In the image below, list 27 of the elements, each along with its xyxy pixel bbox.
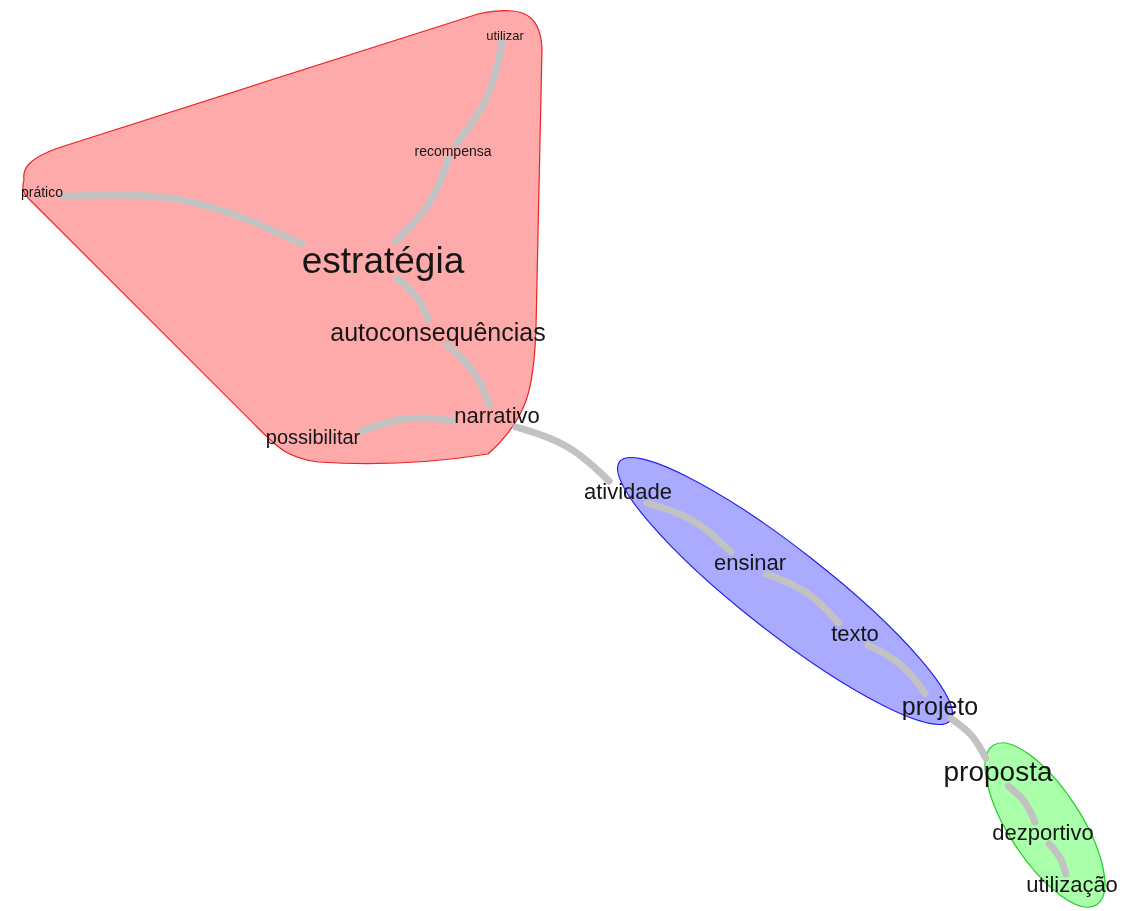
connector-line [947, 715, 990, 762]
word-label: narrativo [454, 405, 540, 427]
word-label: utilização [1026, 874, 1118, 896]
connector-line [356, 414, 458, 436]
word-label: atividade [583, 481, 673, 503]
connector-line [59, 191, 306, 248]
word-label: proposta [943, 758, 1053, 786]
word-label: projeto [901, 693, 979, 719]
word-label: autoconsequências [330, 319, 546, 345]
word-label: ensinar [713, 552, 787, 574]
connector-line [443, 341, 493, 409]
word-label: possibilitar [265, 427, 361, 447]
word-label: texto [831, 623, 879, 645]
connector-line [1045, 840, 1070, 878]
word-label: prático [21, 185, 63, 199]
word-label: estratégia [301, 241, 465, 279]
connector-line [762, 570, 843, 627]
connector-line [452, 38, 506, 148]
connector-line [391, 154, 452, 245]
word-label: recompensa [414, 144, 492, 158]
connector-line [864, 641, 929, 697]
word-label: dezportivo [992, 822, 1094, 844]
connector-line [1004, 782, 1039, 826]
connector-line [393, 275, 432, 323]
connector-line [643, 499, 735, 556]
connector-line [512, 423, 613, 485]
word-label: utilizar [486, 28, 524, 42]
